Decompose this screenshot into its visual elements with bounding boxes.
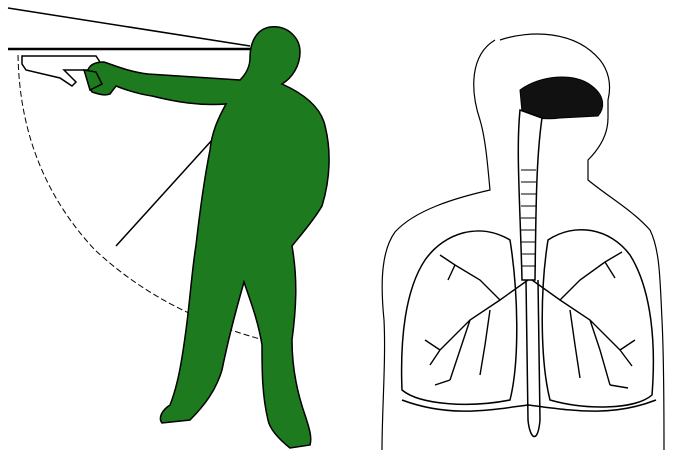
sight-line-upper xyxy=(8,8,250,46)
right-lung xyxy=(542,230,653,407)
nasal-cavity xyxy=(520,77,603,119)
esophagus xyxy=(526,280,540,437)
respiratory-drawing xyxy=(360,0,681,462)
shooter-illustration xyxy=(0,0,345,462)
shooter-drawing xyxy=(0,0,345,462)
left-lung xyxy=(402,231,517,404)
respiratory-illustration xyxy=(360,0,681,462)
